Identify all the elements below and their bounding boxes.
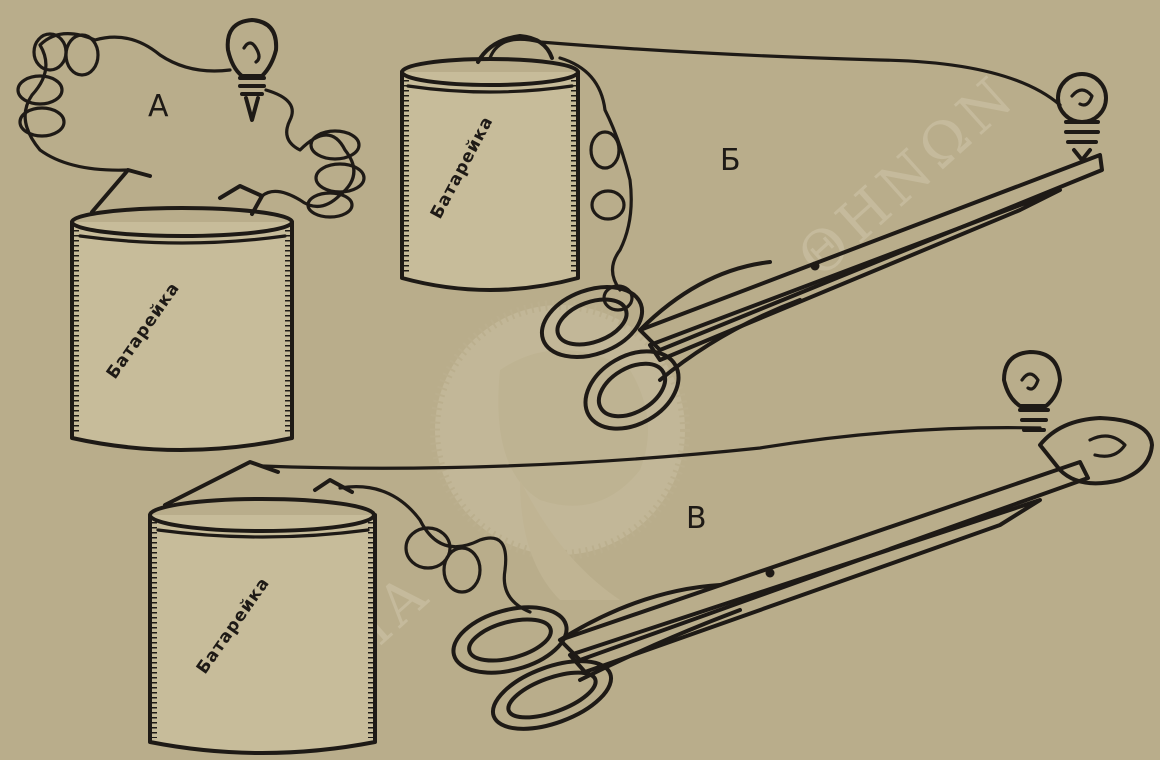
panel-a-label: А [148,89,169,124]
battery-b: Батарейка [402,59,578,290]
panel-b-label: Б [720,143,741,178]
battery-a: Батарейка [72,208,292,450]
panel-c-label: В [686,501,707,536]
battery-c: Батарейка [150,499,375,753]
